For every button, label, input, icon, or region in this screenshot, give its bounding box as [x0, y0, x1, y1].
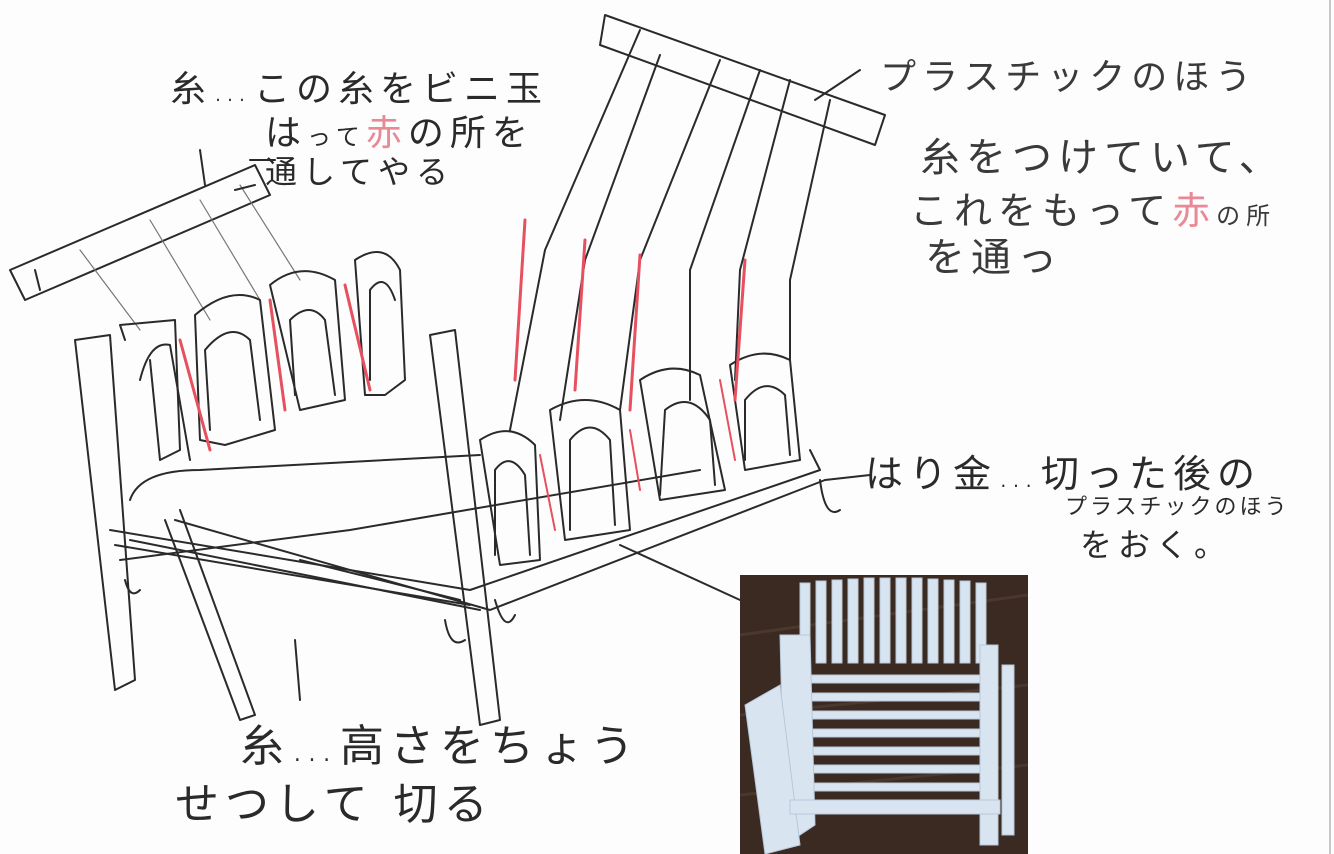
- note-line-2: はって赤の所を: [265, 113, 534, 154]
- note-line-1: 糸…高さをちょう: [240, 721, 640, 772]
- note-line-3: をおく。: [1080, 526, 1233, 564]
- note-line-1: はり金…切った後の: [865, 452, 1262, 496]
- red-marks: [178, 218, 747, 531]
- note-line-1: プラスチックのほう: [880, 57, 1258, 98]
- page-edge: [1329, 0, 1331, 854]
- note-line-1: 糸…この糸をビニ玉: [170, 69, 549, 110]
- note-line-2: せつして 切る: [175, 779, 494, 830]
- note-plastic-top-right: プラスチックのほう 糸をつけていて、 これをもって赤の所 を通っ: [880, 57, 1285, 281]
- right-top-rail: [599, 14, 886, 146]
- note-thread-top-left: 糸…この糸をビニ玉 はって赤の所を 通してやる: [170, 69, 549, 191]
- left-top-rail: [9, 164, 271, 301]
- note-wire-middle-right: はり金…切った後の プラスチックのほう をおく。: [865, 455, 1290, 561]
- note-thread-bottom: 糸…高さをちょう せつして 切る: [175, 721, 640, 827]
- note-line-2: プラスチックのほう: [1065, 495, 1290, 520]
- note-line-2: 糸をつけていて、: [920, 135, 1285, 181]
- plastic-chair-photo: [740, 575, 1028, 854]
- plastic-chair-photo-art: [740, 575, 1028, 854]
- note-line-3: これをもって赤の所: [910, 189, 1277, 233]
- note-line-3: 通してやる: [265, 153, 455, 191]
- note-line-4: を通っ: [925, 235, 1063, 281]
